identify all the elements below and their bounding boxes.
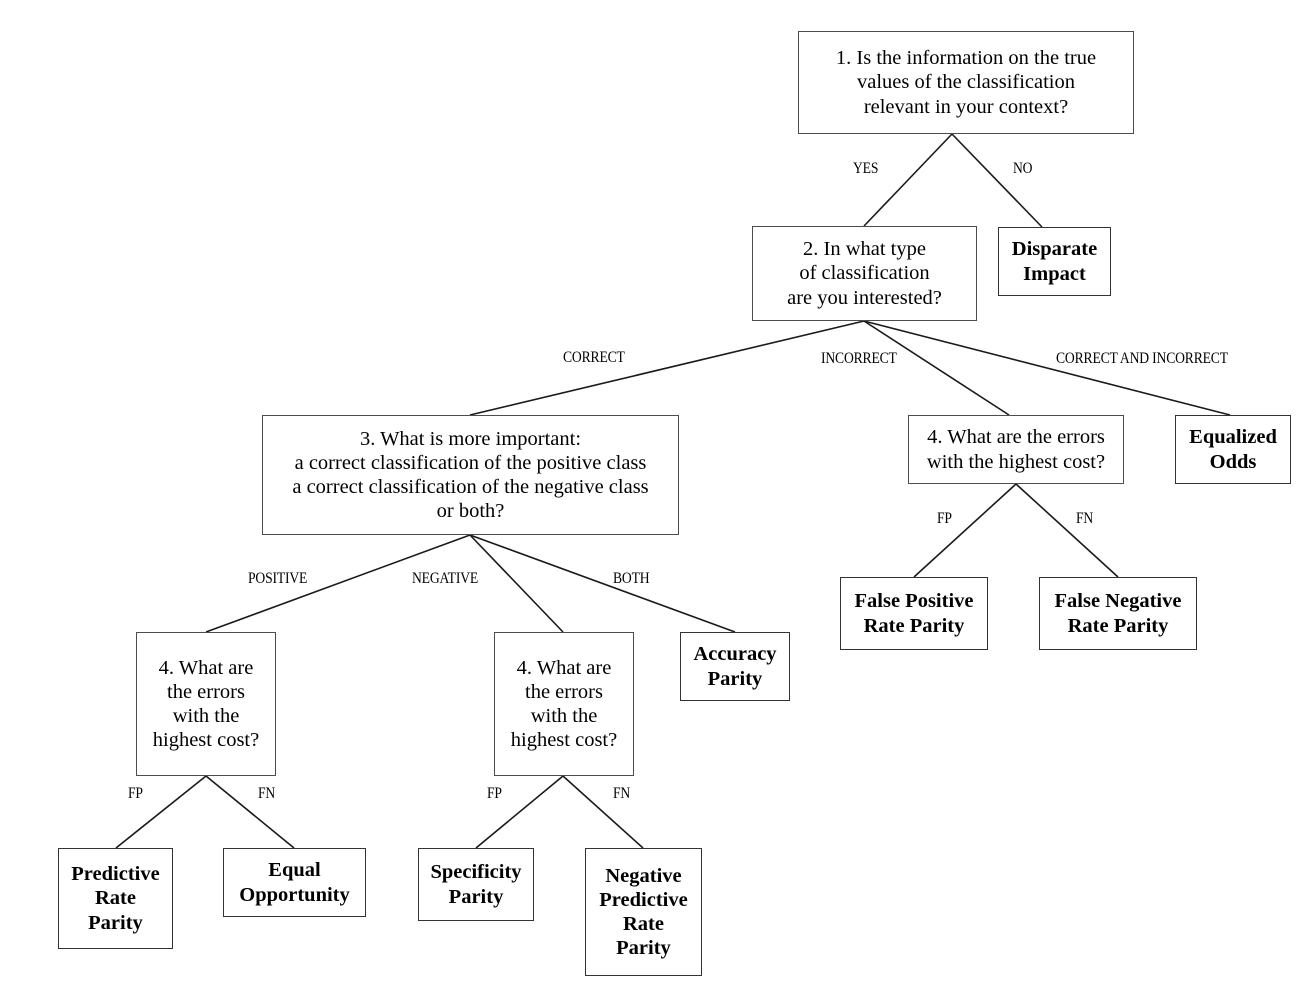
edge-e-q4mid-sp [475,775,564,849]
edge-e-q4left-prp [115,775,207,849]
node-equalized_odds[interactable]: Equalized Odds [1175,415,1291,484]
edge-label-e-q4right-fpr: FP [937,510,952,527]
node-q4_left[interactable]: 4. What are the errors with the highest … [136,632,276,776]
node-false_positive_rate_parity[interactable]: False Positive Rate Parity [840,577,988,650]
edge-label-e-q4left-eo: FN [258,785,276,802]
edge-e-q2-q3 [469,320,865,416]
node-negative_predictive_rate_parity[interactable]: Negative Predictive Rate Parity [585,848,702,976]
edge-e-q4right-fnr [1015,483,1119,578]
edge-label-e-q4mid-nprp: FN [613,785,631,802]
edge-label-e-q4left-prp: FP [128,785,143,802]
edge-label-e-q1-q2: YES [853,160,879,177]
edge-label-e-q1-disparate: NO [1013,160,1033,177]
edge-label-e-q4right-fnr: FN [1076,510,1094,527]
node-equal_opportunity[interactable]: Equal Opportunity [223,848,366,917]
edge-label-e-q3-q4mid: NEGATIVE [412,570,479,587]
node-specificity_parity[interactable]: Specificity Parity [418,848,534,921]
node-q2[interactable]: 2. In what type of classification are yo… [752,226,977,321]
edge-e-q4right-fpr [913,483,1017,578]
edge-e-q3-q4left [205,534,471,633]
edge-label-e-q2-q3: CORRECT [563,349,625,366]
edge-label-e-q4mid-sp: FP [487,785,502,802]
node-q4_right[interactable]: 4. What are the errors with the highest … [908,415,1124,484]
node-q3[interactable]: 3. What is more important: a correct cla… [262,415,679,535]
edge-e-q3-accuracy [469,534,736,633]
edge-e-q2-equalized [863,320,1231,416]
edge-e-q2-q4right [863,320,1010,416]
node-predictive_rate_parity[interactable]: Predictive Rate Parity [58,848,173,949]
edge-e-q1-disparate [951,133,1043,228]
edge-label-e-q2-equalized: CORRECT AND INCORRECT [1056,350,1228,367]
edge-label-e-q3-q4left: POSITIVE [248,570,308,587]
node-q1[interactable]: 1. Is the information on the true values… [798,31,1134,134]
node-accuracy_parity[interactable]: Accuracy Parity [680,632,790,701]
node-disparate_impact[interactable]: Disparate Impact [998,227,1111,296]
edge-label-e-q3-accuracy: BOTH [613,570,650,587]
edge-e-q3-q4mid [469,534,564,633]
node-false_negative_rate_parity[interactable]: False Negative Rate Parity [1039,577,1197,650]
edge-e-q1-q2 [863,133,953,227]
node-q4_mid[interactable]: 4. What are the errors with the highest … [494,632,634,776]
edge-e-q4mid-nprp [562,775,644,849]
edge-label-e-q2-q4right: INCORRECT [821,350,897,367]
edge-e-q4left-eo [205,775,295,849]
